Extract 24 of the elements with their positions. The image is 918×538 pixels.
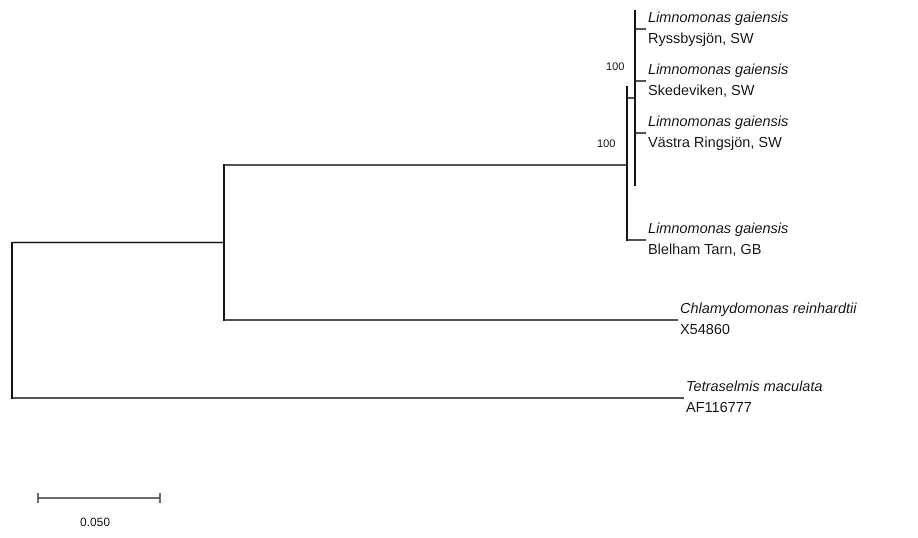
species-name: Limnomonas gaiensis (648, 9, 788, 28)
species-name: Chlamydomonas reinhardtii (680, 300, 856, 319)
branch-line (628, 97, 634, 99)
branch-line (225, 164, 626, 166)
bootstrap-value: 100 (597, 138, 616, 150)
branch-line (636, 28, 646, 30)
sample-label: AF116777 (686, 399, 752, 418)
branch-line (636, 80, 646, 82)
branch-line (636, 132, 646, 134)
species-name: Limnomonas gaiensis (648, 61, 788, 80)
branch-line (225, 319, 678, 321)
bootstrap-value: 100 (606, 61, 624, 73)
sample-label: Västra Ringsjön, SW (648, 134, 782, 153)
sample-label: Blelham Tarn, GB (648, 241, 762, 260)
sample-label: Ryssbysjön, SW (648, 30, 754, 49)
branch-line (13, 242, 223, 244)
species-name: Tetraselmis maculata (686, 378, 822, 397)
species-name: Limnomonas gaiensis (648, 220, 788, 239)
sample-label: Skedeviken, SW (648, 82, 754, 101)
sample-label: X54860 (680, 321, 730, 340)
scale-value: 0.050 (80, 515, 110, 529)
species-name: Limnomonas gaiensis (648, 113, 788, 132)
branch-line (13, 397, 684, 399)
branch-line (628, 239, 646, 241)
